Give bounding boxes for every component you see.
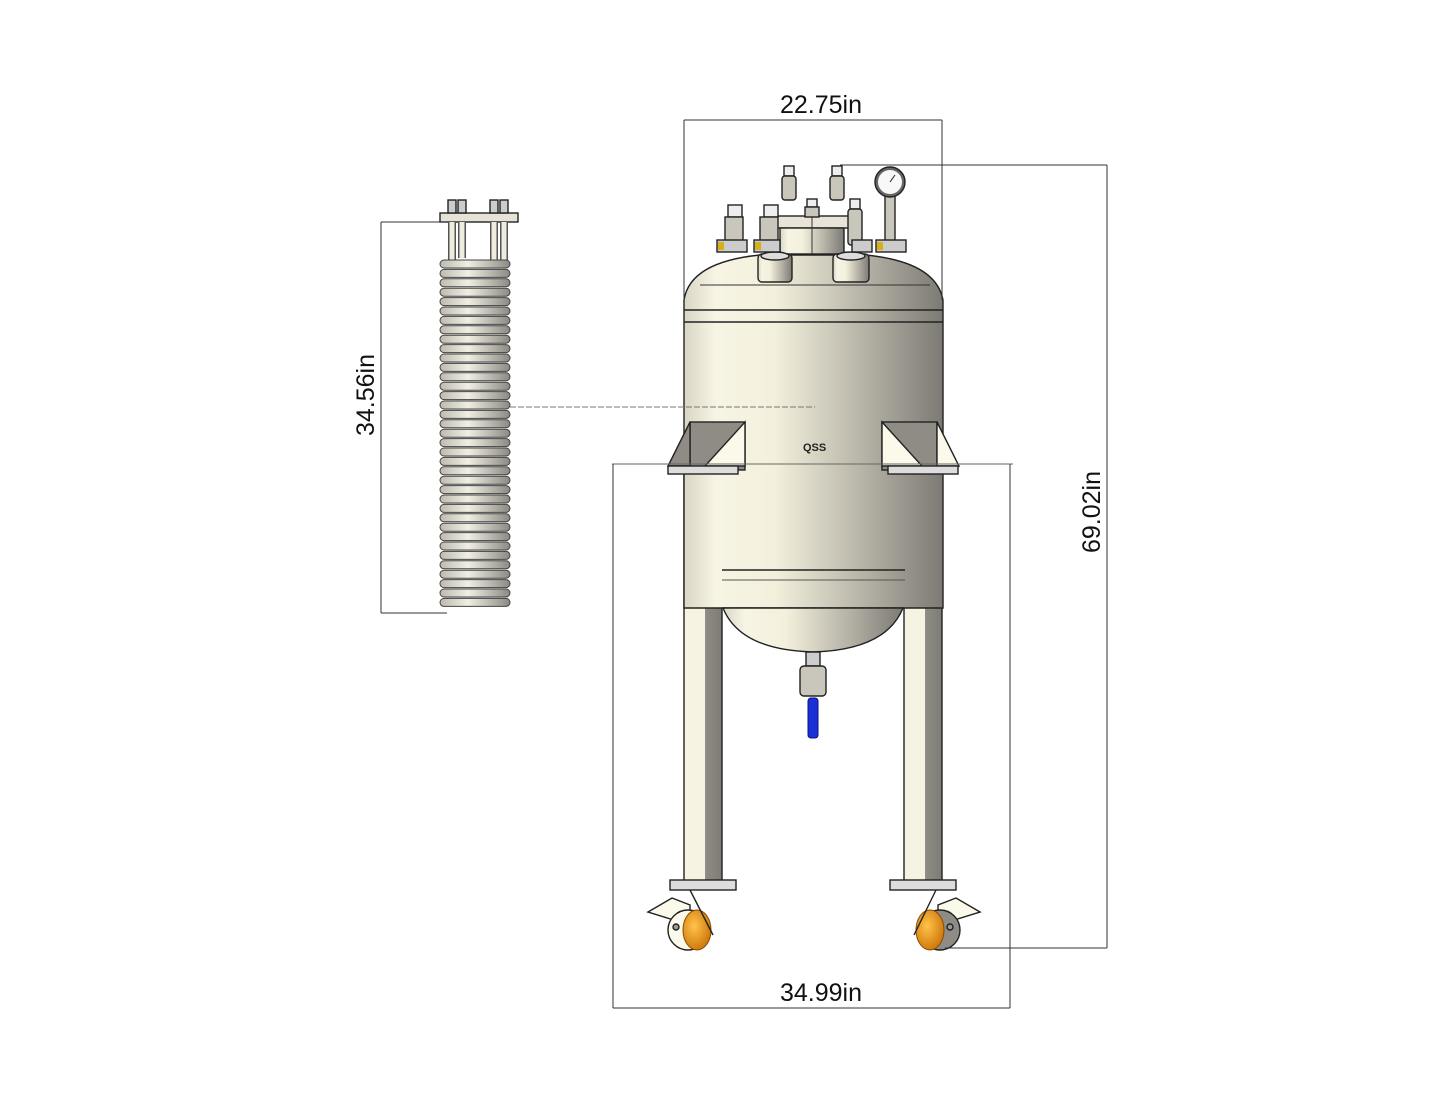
coil-turn bbox=[439, 344, 511, 354]
coil-turn bbox=[439, 588, 511, 598]
logo-text: QSS bbox=[803, 442, 826, 454]
coil-turn bbox=[439, 475, 511, 485]
coil-turn bbox=[439, 569, 511, 579]
coil-turn bbox=[439, 597, 511, 607]
right-bracket bbox=[881, 420, 961, 475]
coil-turn bbox=[439, 485, 511, 495]
coil-turn bbox=[439, 579, 511, 589]
coil-turn bbox=[439, 428, 511, 438]
coil-turn bbox=[439, 522, 511, 532]
left-caster bbox=[646, 879, 737, 951]
coil-turn bbox=[439, 268, 511, 278]
coil-turn bbox=[439, 409, 511, 419]
coil-turn bbox=[439, 550, 511, 560]
bottom-dome bbox=[721, 607, 905, 653]
svg-text:34.99in: 34.99in bbox=[780, 979, 862, 1007]
top-fittings bbox=[716, 165, 907, 253]
coil-turn bbox=[439, 438, 511, 448]
coil-turn bbox=[439, 334, 511, 344]
coil-turn bbox=[439, 353, 511, 363]
coil-turn bbox=[439, 372, 511, 382]
svg-text:22.75in: 22.75in bbox=[780, 91, 862, 119]
coil-turn bbox=[439, 560, 511, 570]
coil-top-plate bbox=[439, 212, 519, 223]
coil-turns bbox=[439, 259, 511, 607]
coil-turn bbox=[439, 278, 511, 288]
coil-turn bbox=[439, 315, 511, 325]
svg-text:69.02in: 69.02in bbox=[1078, 471, 1106, 553]
coil-turn bbox=[439, 447, 511, 457]
dimension-leg-span: 34.99in bbox=[612, 464, 1011, 1009]
coil-turn bbox=[439, 306, 511, 316]
coil-turn bbox=[439, 532, 511, 542]
coil-turn bbox=[439, 287, 511, 297]
right-caster bbox=[889, 879, 982, 951]
coil-turn bbox=[439, 259, 511, 269]
coil-turn bbox=[439, 297, 511, 307]
coil-turn bbox=[439, 362, 511, 372]
coil-turn bbox=[439, 325, 511, 335]
pressure-gauge bbox=[874, 166, 907, 253]
coil-turn bbox=[439, 513, 511, 523]
coil-turn bbox=[439, 494, 511, 504]
coil-turn bbox=[439, 456, 511, 466]
coil-turn bbox=[439, 503, 511, 513]
coil-turn bbox=[439, 466, 511, 476]
svg-text:34.56in: 34.56in bbox=[352, 354, 380, 436]
coil-turn bbox=[439, 419, 511, 429]
coil-turn bbox=[439, 381, 511, 391]
dimension-overall-height: 69.02in bbox=[840, 164, 1108, 949]
tank-assembly: QSS bbox=[612, 165, 1013, 951]
dimension-coil-height: 34.56in bbox=[352, 221, 447, 614]
coil-bolts bbox=[447, 199, 509, 214]
coil-turn bbox=[439, 391, 511, 401]
drain-valve bbox=[799, 651, 827, 739]
dimension-tank-width: 22.75in bbox=[683, 91, 943, 300]
coil-turn bbox=[439, 400, 511, 410]
heating-coil bbox=[439, 199, 519, 607]
left-bracket bbox=[666, 420, 746, 475]
valve-handle bbox=[807, 697, 819, 739]
coil-turn bbox=[439, 541, 511, 551]
